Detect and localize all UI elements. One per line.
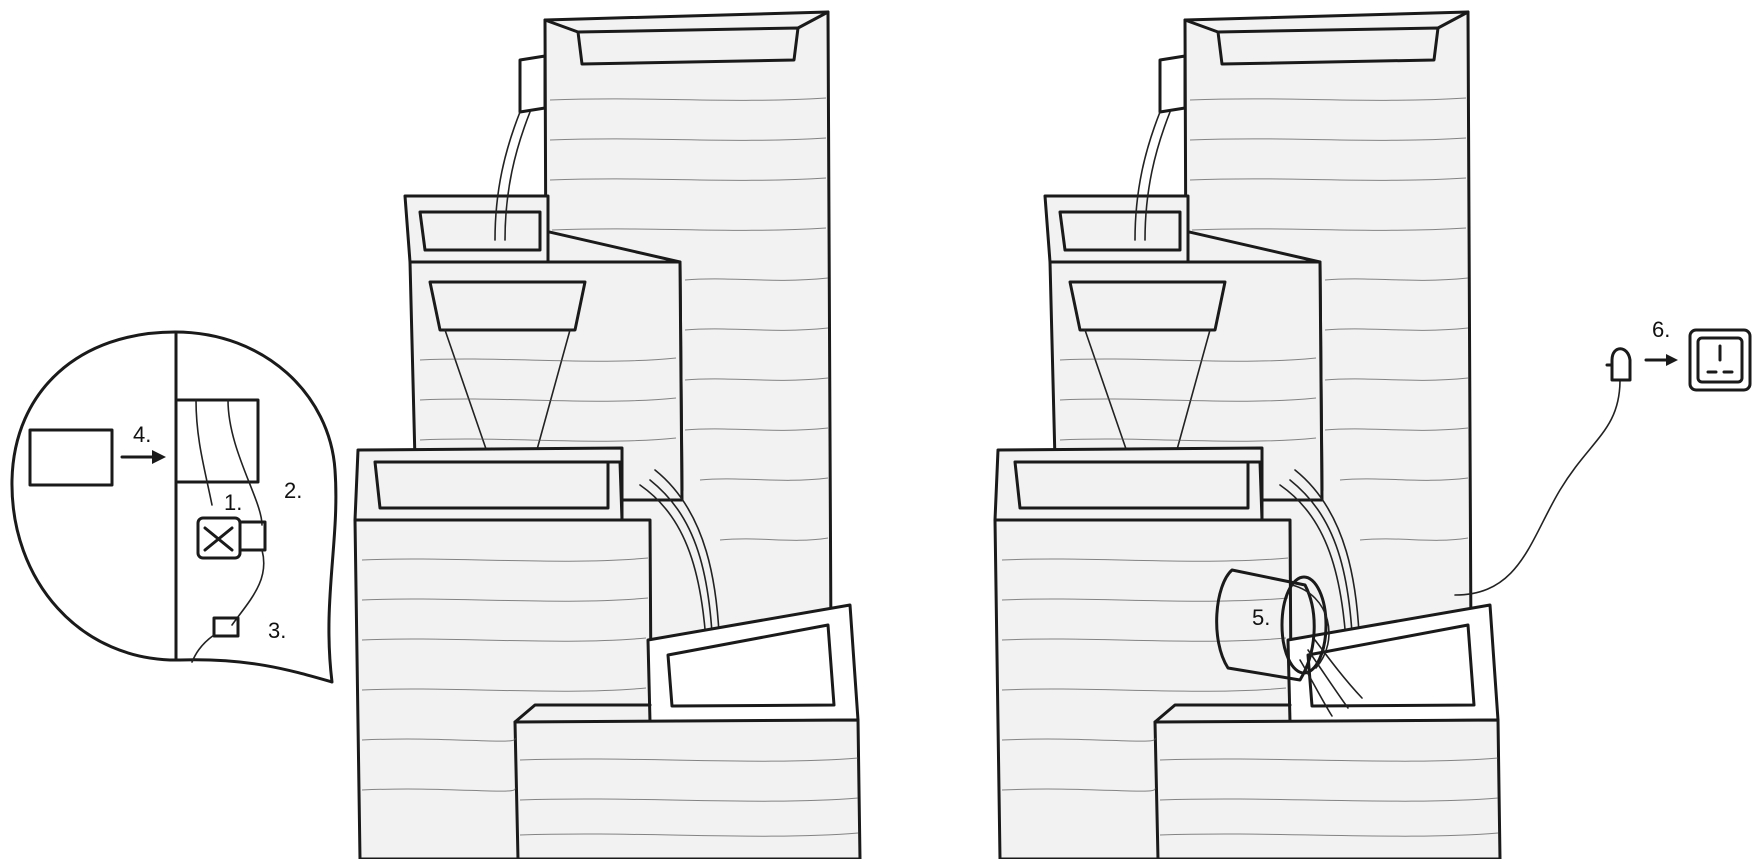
socket-icon [1690, 330, 1750, 390]
cover-panel-icon [30, 430, 112, 485]
detail-callout: 1. 2. 3. 4. [12, 332, 336, 682]
plug-icon [1607, 349, 1630, 380]
step-6-label: 6. [1652, 317, 1670, 342]
arrow-right-icon [1646, 354, 1678, 366]
step-4-label: 4. [133, 422, 151, 447]
step-2-label: 2. [284, 478, 302, 503]
power-connection: 6. [1455, 317, 1750, 595]
fountain-right [995, 12, 1500, 859]
fountain-left [355, 12, 860, 859]
step-3-label: 3. [268, 618, 286, 643]
step-5-label: 5. [1252, 605, 1270, 630]
pump-icon [198, 518, 265, 558]
arrow-right-icon [122, 450, 166, 464]
step-1-label: 1. [224, 490, 242, 515]
